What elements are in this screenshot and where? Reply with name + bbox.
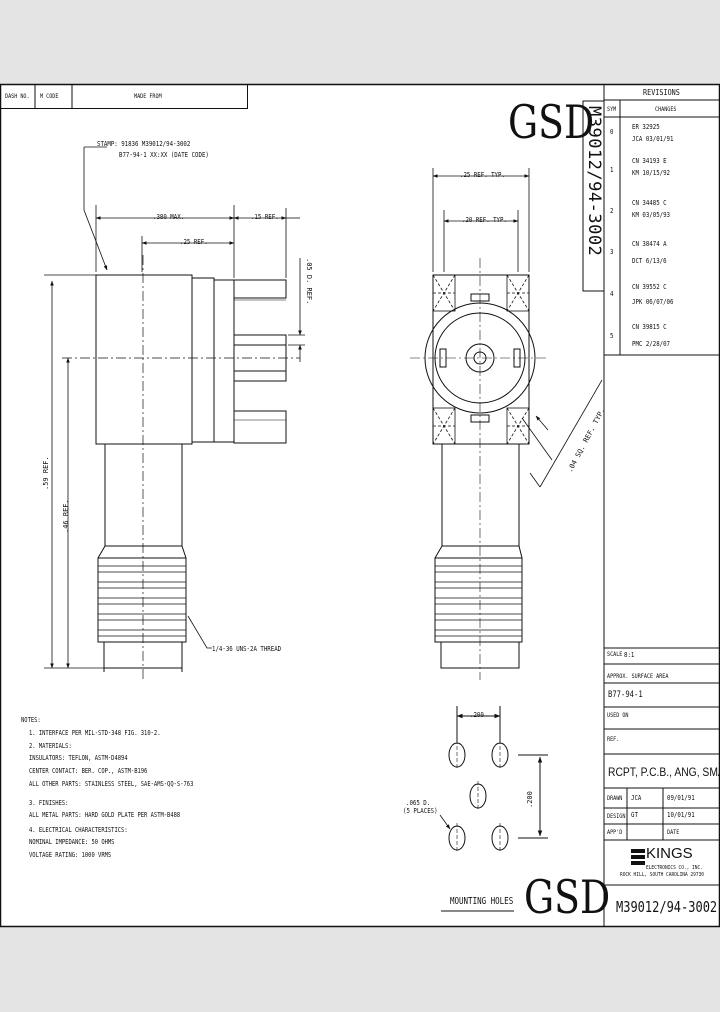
scale-label: SCALE (607, 651, 623, 658)
company-line2: ROCK HILL, SOUTH CAROLINA 29730 (620, 872, 704, 878)
revisions-col-changes: CHANGES (655, 106, 677, 113)
note-line: VOLTAGE RATING: 1000 VRMS (29, 851, 112, 859)
front-view (410, 258, 548, 680)
revision-line1: CN 39815 C (632, 323, 667, 331)
note-line: 3. FINISHES: (29, 799, 69, 807)
m-code-label: M CODE (40, 93, 59, 100)
side-view-dimensions (44, 146, 305, 669)
dim-20-ref-typ: .20 REF. TYP. (462, 216, 507, 224)
front-view-dimensions (432, 168, 603, 488)
revision-sym: 3 (610, 248, 614, 256)
side-view (62, 255, 300, 682)
revisions-title: REVISIONS (643, 88, 680, 97)
kings-logo-icon (631, 849, 645, 865)
note-line: CENTER CONTACT: BER. COP., ASTM-B196 (29, 767, 148, 775)
stamp-line2: B77-94-1 XX:XX (DATE CODE) (119, 151, 209, 159)
dim-25-ref: .25 REF. (180, 238, 208, 246)
notes-heading: NOTES: (21, 716, 41, 724)
part-description: RCPT, P.C.B., ANG, SMA (608, 765, 720, 779)
hole-diameter: .065 D. (406, 799, 431, 807)
design-by: GT (631, 811, 638, 819)
hole-count: (5 PLACES) (403, 807, 438, 815)
sheet-border (0, 83, 720, 928)
hole-spacing-horizontal: .200 (470, 711, 484, 719)
revision-line1: CN 34485 C (632, 199, 667, 207)
revision-line2: KM 03/05/93 (632, 211, 671, 219)
scale-value: 8:1 (624, 651, 635, 659)
dim-59-ref: .59 REF. (42, 456, 50, 490)
mounting-holes (439, 706, 548, 912)
drawn-date: 09/01/91 (667, 794, 695, 802)
dim-25-ref-typ: .25 REF. TYP. (460, 171, 505, 179)
vertical-part-box (582, 100, 605, 292)
revision-sym: 1 (610, 166, 614, 174)
made-from-label: MADE FROM (134, 93, 162, 100)
revision-sym: 4 (610, 290, 614, 298)
revision-line2: DCT 6/13/6 (632, 257, 667, 265)
design-label: DESIGN (607, 813, 626, 820)
design-date: 10/01/91 (667, 811, 695, 819)
note-line: ALL METAL PARTS: HARD GOLD PLATE PER AST… (29, 811, 181, 819)
dash-no-label: DASH NO. (5, 93, 30, 100)
revision-line2: KM 10/15/92 (632, 169, 671, 177)
made-from-strip (0, 84, 248, 109)
revision-line1: CN 34193 E (632, 157, 667, 165)
revision-line2: PMC 2/28/07 (632, 340, 671, 348)
note-line: 2. MATERIALS: (29, 742, 72, 750)
used-on-label: USED ON (607, 712, 629, 719)
revision-line1: CN 39552 C (632, 283, 667, 291)
dim-15-ref: .15 REF. (251, 213, 279, 221)
revision-sym: 0 (610, 128, 614, 136)
revision-line1: CN 38474 A (632, 240, 667, 248)
note-line: NOMINAL IMPEDANCE: 50 OHMS (29, 838, 115, 846)
drawn-by: JCA (631, 794, 642, 802)
company-name: KINGS (646, 845, 693, 862)
drawing-number: M39012/94-3002 (616, 898, 718, 916)
gsd-bottom-mark: GSD (524, 870, 611, 924)
vertical-part-number: M39012/94-3002 (584, 106, 604, 257)
revision-line2: JPK 06/07/06 (632, 298, 674, 306)
hole-spacing-vertical: .200 (526, 791, 534, 808)
revision-line1: ER 32925 (632, 123, 660, 131)
ref-label: REF. (607, 736, 620, 743)
note-line: 4. ELECTRICAL CHARACTERISTICS: (29, 826, 128, 834)
stamp-line1: STAMP: 91836 M39012/94-3002 (97, 140, 191, 148)
drawn-label: DRAWN (607, 795, 623, 802)
note-line: INSULATORS: TEFLON, ASTM-D4894 (29, 754, 128, 762)
note-line: 1. INTERFACE PER MIL-STD-348 FIG. 310-2. (29, 729, 161, 737)
part-number: B77-94-1 (608, 690, 643, 700)
dim-05-dia-ref: .05 D. REF. (305, 258, 313, 305)
appd-label: APP'D (607, 829, 623, 836)
dim-46-ref: .46 REF. (62, 499, 70, 533)
mounting-holes-label: MOUNTING HOLES (450, 896, 514, 907)
revision-sym: 2 (610, 207, 614, 215)
dim-380-max: .380 MAX. (153, 213, 185, 221)
company-line1: ELECTRONICS CO., INC. (646, 865, 703, 871)
thread-callout: 1/4-36 UNS-2A THREAD (212, 645, 282, 653)
revision-sym: 5 (610, 332, 614, 340)
approx-area-label: APPROX. SURFACE AREA (607, 673, 669, 680)
note-line: ALL OTHER PARTS: STAINLESS STEEL, SAE-AM… (29, 780, 194, 788)
revision-line2: JCA 03/01/91 (632, 135, 674, 143)
revisions-col-sym: SYM (607, 106, 617, 113)
date-label: DATE (667, 829, 680, 836)
title-block-frame (603, 84, 720, 926)
gsd-top-mark: GSD (508, 95, 595, 149)
